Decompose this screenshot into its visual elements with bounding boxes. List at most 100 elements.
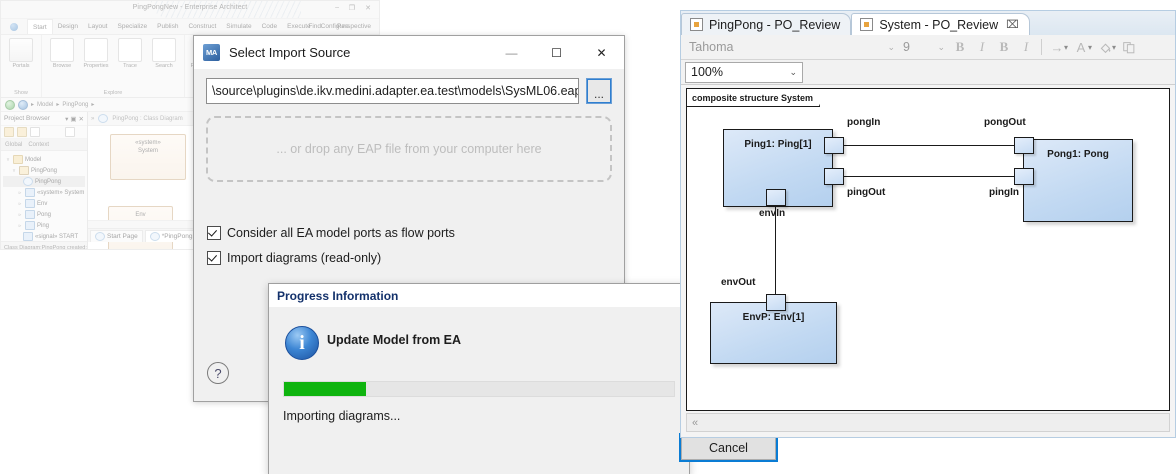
checkbox-import-diagrams-row[interactable]: Import diagrams (read-only) xyxy=(207,251,381,265)
cancel-button[interactable]: Cancel xyxy=(679,433,778,462)
font-color-caret-icon[interactable]: ▾ xyxy=(1088,42,1093,52)
breadcrumb-item-model[interactable]: Model xyxy=(37,101,54,108)
ea-ribbon-tab-configure[interactable]: Configure xyxy=(320,23,349,30)
ea-ribbon-tab-publish[interactable]: Publish xyxy=(157,23,179,30)
ea-find-button[interactable]: Find xyxy=(308,23,322,30)
tab-pingpong-po-review[interactable]: PingPong - PO_Review xyxy=(681,13,852,35)
ea-canvas-tab-pingpong[interactable]: *PingPong ✕ xyxy=(144,229,205,242)
ea-canvas-tab-start-page[interactable]: Start Page xyxy=(90,229,143,242)
line-style-caret-icon[interactable]: ▾ xyxy=(1064,42,1069,52)
ea-browse-button[interactable]: Browse xyxy=(46,38,78,69)
ea-app-menu-button[interactable] xyxy=(1,19,27,34)
tree-node-system[interactable]: ▹ «system» System xyxy=(3,187,85,198)
tree-expander[interactable]: ▿ xyxy=(12,167,16,174)
project-browser-tab-context[interactable]: Context xyxy=(28,141,50,148)
bold-alt-button[interactable]: B xyxy=(999,39,1009,54)
view-options-icon[interactable] xyxy=(65,127,75,137)
tree-expander[interactable]: ▹ xyxy=(18,200,22,207)
move-down-icon[interactable] xyxy=(54,128,62,136)
ea-canvas-collapse-icon[interactable]: » xyxy=(91,115,95,122)
line-style-icon[interactable]: → xyxy=(1050,39,1064,55)
ea-port-envout[interactable] xyxy=(167,222,178,233)
port-pingout[interactable] xyxy=(824,168,844,185)
tab-system-po-review[interactable]: System - PO_Review ⌧ xyxy=(851,13,1030,35)
connector-envin-envout[interactable] xyxy=(775,205,777,294)
port-pingin[interactable] xyxy=(1014,168,1034,185)
tree-node-pingpong-diagram[interactable]: PingPong xyxy=(3,176,85,187)
font-name-combo[interactable]: Tahoma ⌄ xyxy=(685,37,899,57)
new-diagram-icon[interactable] xyxy=(30,127,40,137)
ea-ribbon-tab-execute[interactable]: Execute xyxy=(287,23,311,30)
project-browser-tab-global[interactable]: Global xyxy=(5,141,23,148)
import-dialog-close-button[interactable]: ✕ xyxy=(596,45,607,60)
port-envin[interactable] xyxy=(766,189,786,206)
ea-portals-button[interactable]: Portals xyxy=(5,38,37,69)
ea-maximize-button[interactable]: ❐ xyxy=(348,5,355,12)
port-envout[interactable] xyxy=(766,294,786,311)
italic-button[interactable]: I xyxy=(979,39,985,54)
file-dropzone[interactable]: ... or drop any EAP file from your compu… xyxy=(206,116,612,182)
tree-node-model[interactable]: ▿ Model xyxy=(3,154,85,165)
editor-bottom-bar[interactable]: « xyxy=(686,413,1170,432)
project-browser-close-icon[interactable]: ✕ xyxy=(78,115,84,123)
ea-element-env[interactable]: Env xyxy=(108,206,173,249)
copy-format-icon[interactable] xyxy=(1118,36,1140,58)
ea-properties-button[interactable]: Properties xyxy=(80,38,112,69)
italic-alt-button[interactable]: I xyxy=(1023,39,1029,54)
ea-ribbon-tab-start[interactable]: Start xyxy=(27,19,53,34)
port-pongout[interactable] xyxy=(1014,137,1034,154)
checkbox-flow-ports-row[interactable]: Consider all EA model ports as flow port… xyxy=(207,226,455,240)
collapse-left-icon[interactable]: « xyxy=(692,416,699,429)
font-size-combo[interactable]: 9 ⌄ xyxy=(899,37,949,57)
bold-button[interactable]: B xyxy=(955,39,965,54)
composite-structure-diagram-canvas[interactable]: composite structure System Ping1: Ping[1… xyxy=(686,88,1170,411)
ea-trace-button[interactable]: Trace xyxy=(114,38,146,69)
ea-element-system[interactable]: «system» System xyxy=(110,134,186,180)
ea-minimize-button[interactable]: – xyxy=(335,4,339,11)
new-package-icon[interactable] xyxy=(4,127,14,137)
ea-close-button[interactable]: ✕ xyxy=(365,5,371,12)
port-pongin[interactable] xyxy=(824,137,844,154)
font-color-icon[interactable]: A xyxy=(1076,39,1086,55)
ea-ribbon-tab-layout[interactable]: Layout xyxy=(87,23,108,30)
import-dialog-maximize-button[interactable]: ☐ xyxy=(551,45,562,60)
open-package-icon[interactable] xyxy=(17,127,27,137)
zoom-combo[interactable]: 100% ⌄ xyxy=(685,61,803,83)
project-browser-menu-icon[interactable]: ▾ xyxy=(65,115,69,123)
help-button[interactable]: ? xyxy=(207,362,229,384)
part-envp[interactable]: EnvP: Env[1] xyxy=(710,302,837,364)
project-browser-pin-icon[interactable]: ▣ xyxy=(70,115,77,123)
tree-node-signal-ping[interactable]: «signal» PING xyxy=(3,242,85,249)
breadcrumb-item-pingpong[interactable]: PingPong xyxy=(62,101,89,108)
tree-expander[interactable]: ▹ xyxy=(18,222,22,229)
checkbox-import-diagrams[interactable] xyxy=(207,251,221,265)
ea-ribbon-tab-design[interactable]: Design xyxy=(57,23,78,30)
fill-color-caret-icon[interactable]: ▾ xyxy=(1112,42,1117,52)
tab-close-icon[interactable]: ⌧ xyxy=(1006,19,1019,31)
import-path-input[interactable]: \source\plugins\de.ikv.medini.adapter.ea… xyxy=(206,78,579,104)
tree-node-env[interactable]: ▹ Env xyxy=(3,198,85,209)
browse-button[interactable]: ... xyxy=(586,78,612,104)
ea-ribbon-tab-specialize[interactable]: Specialize xyxy=(117,23,148,30)
import-dialog-minimize-button[interactable]: — xyxy=(505,45,518,60)
tree-expander[interactable]: ▹ xyxy=(18,211,22,218)
ea-ribbon-tab-construct[interactable]: Construct xyxy=(188,23,217,30)
ea-ribbon-tab-simulate[interactable]: Simulate xyxy=(226,23,252,30)
connector-pingout-pingin[interactable] xyxy=(844,176,1014,178)
tree-node-signal-start[interactable]: «signal» START xyxy=(3,231,85,242)
part-pong1[interactable]: Pong1: Pong xyxy=(1023,139,1133,222)
tree-expander[interactable]: ▹ xyxy=(18,189,22,196)
move-up-icon[interactable] xyxy=(43,128,51,136)
fill-color-icon[interactable] xyxy=(1094,36,1116,58)
tree-node-pong[interactable]: ▹ Pong xyxy=(3,209,85,220)
ea-ribbon-tab-code[interactable]: Code xyxy=(261,23,278,30)
ea-perspective-button[interactable]: Perspective xyxy=(337,23,371,30)
tree-expander[interactable]: ▿ xyxy=(6,156,10,163)
connector-pongin-pongout[interactable] xyxy=(844,145,1014,147)
breadcrumb-forward-icon[interactable] xyxy=(18,99,28,110)
tree-node-ping[interactable]: ▹ Ping xyxy=(3,220,85,231)
breadcrumb-back-icon[interactable] xyxy=(5,99,15,110)
checkbox-flow-ports[interactable] xyxy=(207,226,221,240)
ea-search-button[interactable]: Search xyxy=(148,38,180,69)
tree-node-pingpong-package[interactable]: ▿ PingPong xyxy=(3,165,85,176)
